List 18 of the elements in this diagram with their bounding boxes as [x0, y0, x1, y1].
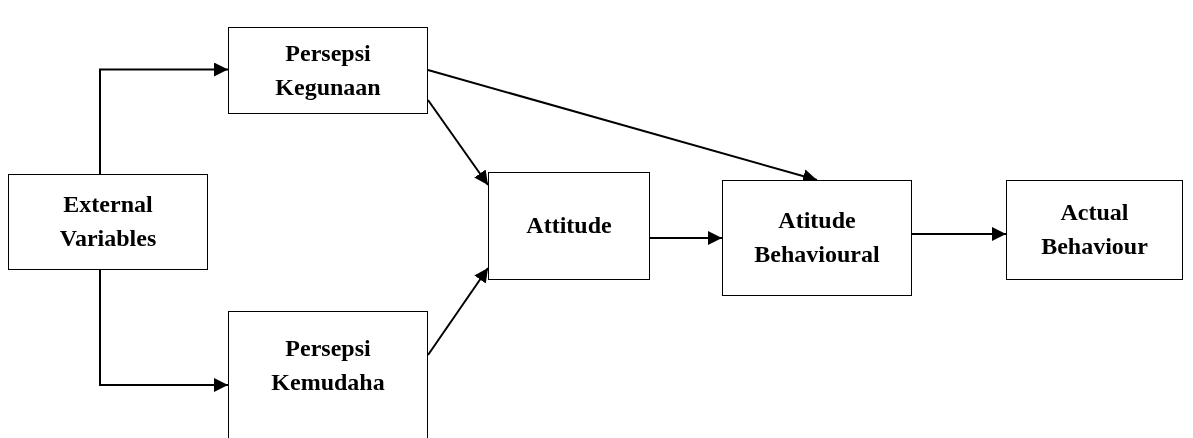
construct-box — [228, 27, 428, 114]
node-label: Actual Behaviour — [1040, 198, 1149, 261]
construct-box — [488, 172, 650, 280]
arrow — [649, 231, 723, 245]
arrow — [99, 269, 229, 392]
node-label: Attitude — [525, 211, 613, 241]
node-label: External Variables — [58, 190, 158, 253]
construct-box — [228, 311, 428, 438]
factor-box — [8, 174, 208, 270]
arrow — [911, 227, 1007, 241]
arrow — [427, 267, 489, 356]
node-label: Persepsi Kemudaha — [270, 334, 386, 397]
node-label: Atitude Behavioural — [753, 206, 881, 269]
construct-box — [1006, 180, 1183, 280]
construct-box — [722, 180, 912, 296]
node-label: Persepsi Kegunaan — [274, 38, 382, 102]
arrow — [427, 99, 489, 186]
arrow — [99, 62, 229, 175]
